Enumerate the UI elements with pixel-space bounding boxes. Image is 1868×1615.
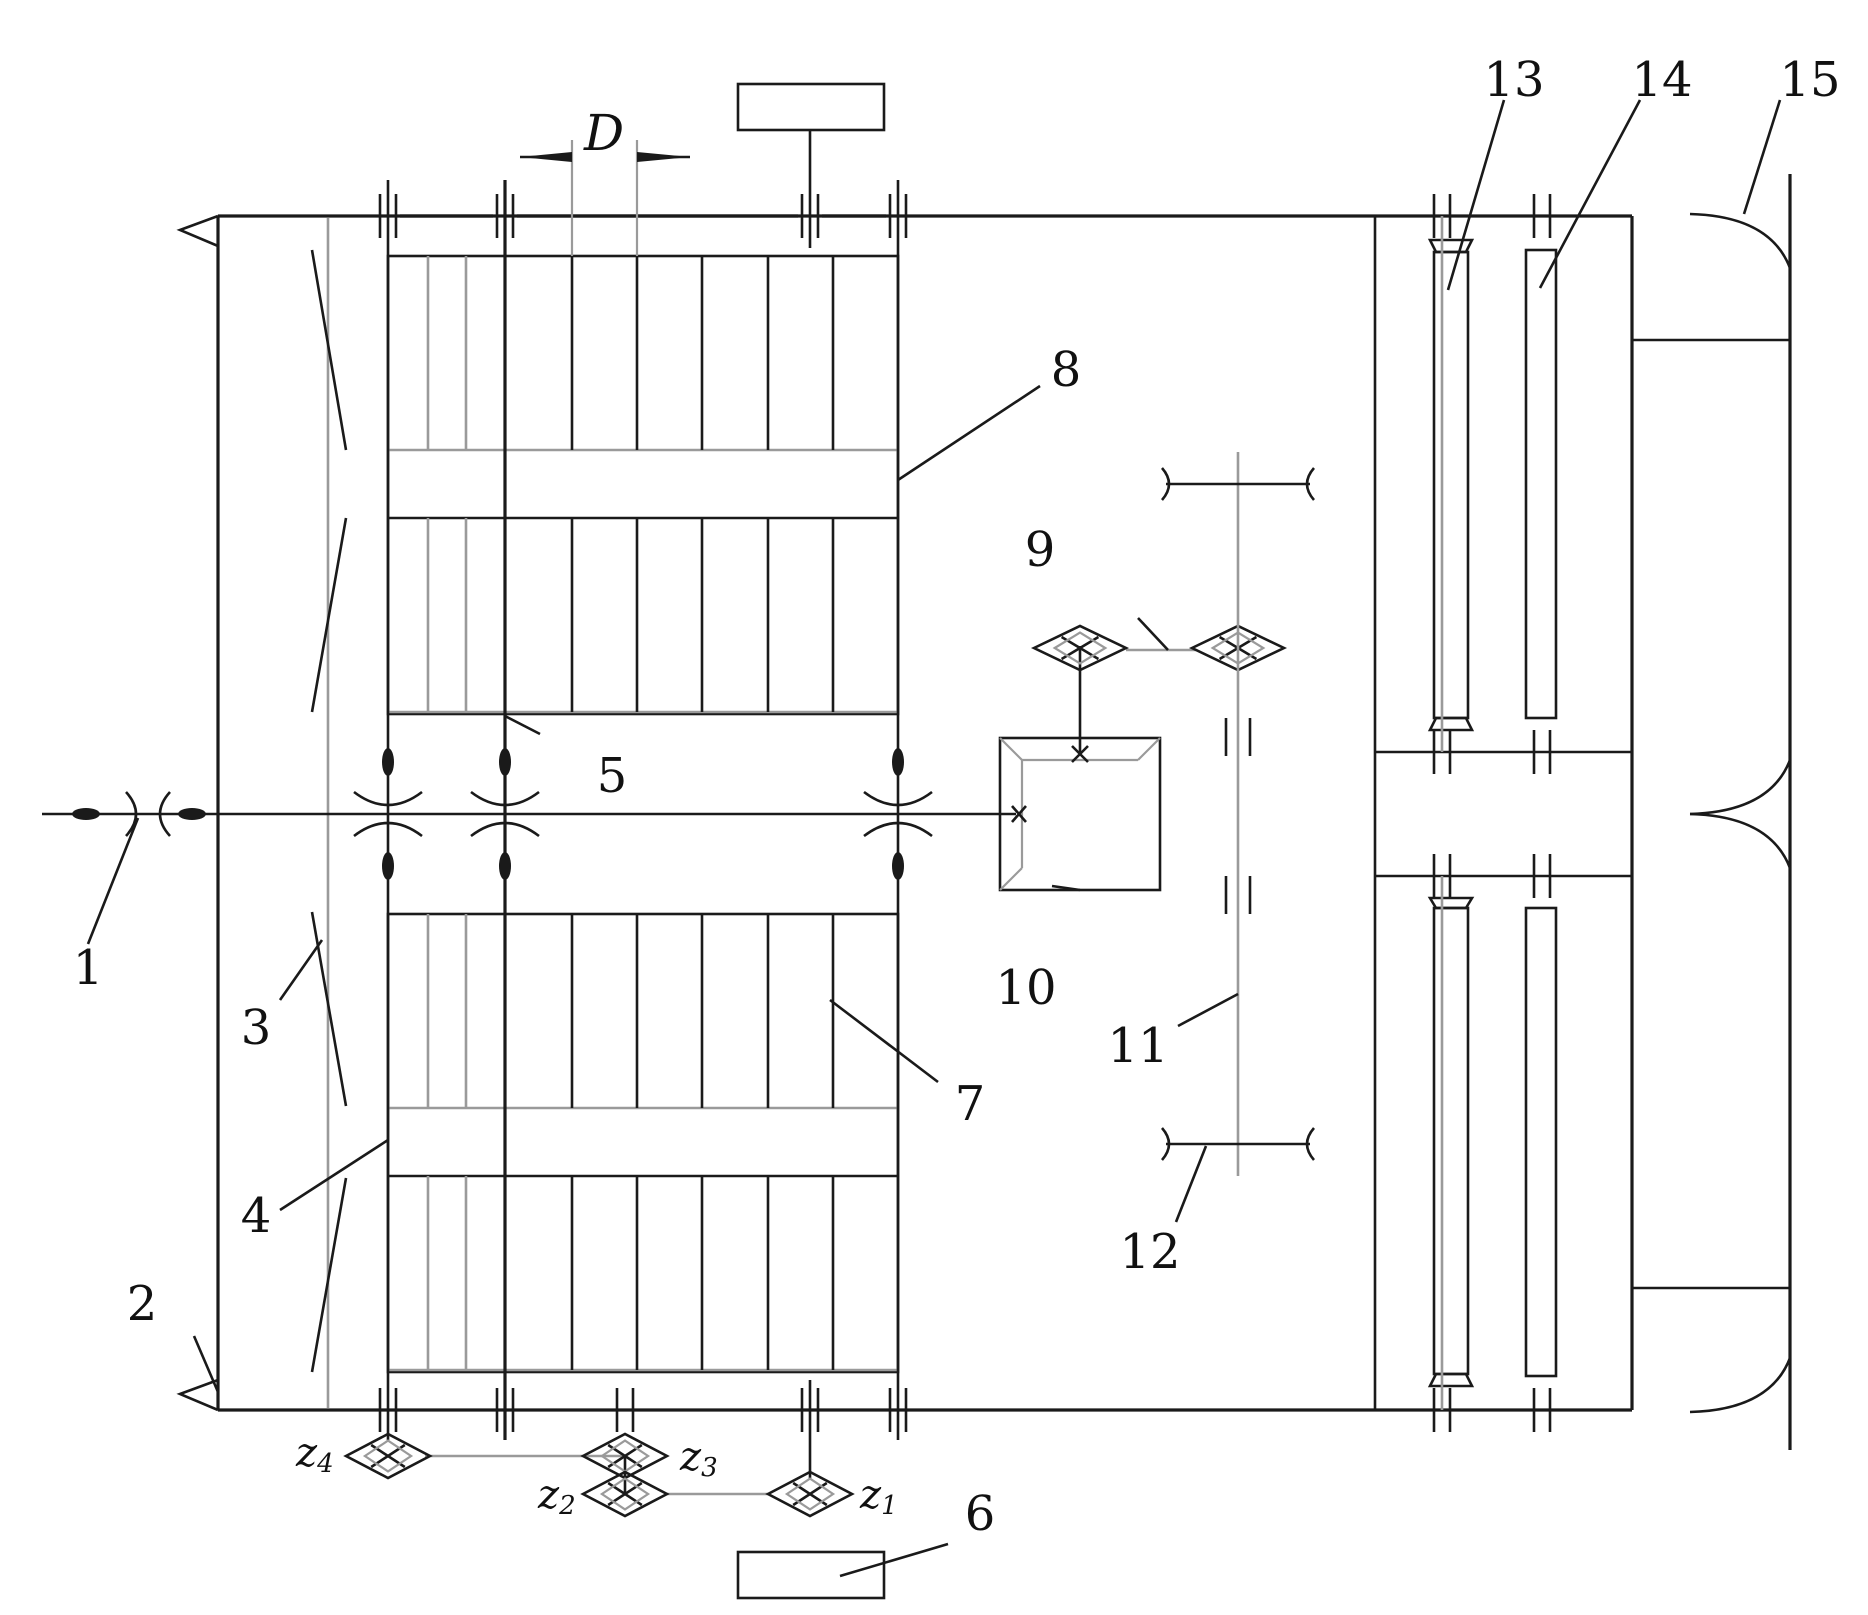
bevel-arc-lower (353, 821, 423, 838)
label-part-7: 7 (955, 1076, 986, 1132)
rollers-13-14 (1427, 216, 1558, 1410)
label-part-14: 14 (1631, 52, 1692, 108)
gearbox (998, 646, 1162, 892)
bevel-arc-lower (470, 821, 540, 838)
frame-bearings-top (378, 194, 908, 238)
label-gear-z4: z4 (295, 1430, 334, 1479)
bevel-arc-upper (470, 790, 540, 807)
motor-boxes (736, 82, 886, 1600)
label-gear-z3: z3 (679, 1434, 718, 1483)
sprocket-left (1030, 624, 1130, 672)
label-part-2: 2 (127, 1276, 158, 1332)
gears-bottom (343, 1432, 855, 1518)
label-part-1: 1 (73, 940, 104, 996)
bevel-knob-lower (892, 852, 904, 880)
label-part-15: 15 (1779, 52, 1840, 108)
label-part-4: 4 (241, 1188, 272, 1244)
bevel-knob-lower (499, 852, 511, 880)
cross-shaft-11 (1160, 452, 1316, 1176)
label-part-12: 12 (1119, 1224, 1180, 1280)
crop-divider-points (176, 214, 219, 1412)
gear-z4 (362, 1439, 414, 1473)
bevel-arc-upper (353, 790, 423, 807)
label-part-11: 11 (1107, 1018, 1168, 1074)
gear-z3 (599, 1439, 651, 1473)
label-part-3: 3 (241, 1000, 272, 1056)
gear-z2 (580, 1470, 670, 1518)
gear-z3 (580, 1432, 670, 1480)
bevel-knob-upper (499, 748, 511, 776)
gear-train-bottom (425, 1454, 770, 1496)
main-drive-shaft (42, 791, 1016, 837)
sprockets-9 (1030, 624, 1288, 672)
threshing-drum-upper (386, 254, 900, 716)
roller-bearings (1432, 194, 1552, 1432)
bevel-knob-lower (382, 852, 394, 880)
sprocket-right (1188, 624, 1288, 672)
dimension-d-label: D (583, 104, 624, 162)
bevel-knob-upper (892, 748, 904, 776)
label-part-6: 6 (965, 1486, 996, 1542)
label-part-5: 5 (597, 748, 628, 804)
leader-lines (86, 99, 1782, 1578)
dimension-d (520, 140, 690, 256)
rear-guard-15 (1689, 174, 1792, 1450)
gear-z1 (765, 1470, 855, 1518)
bevel-arc-lower (863, 821, 933, 838)
label-gear-z2: z2 (537, 1472, 576, 1521)
bevel-arc-upper (863, 790, 933, 807)
drum-slat-lines (426, 256, 835, 1370)
label-part-9: 9 (1025, 522, 1056, 578)
vertical-shafts (386, 130, 900, 1480)
sprocket-left (1052, 631, 1108, 665)
label-part-13: 13 (1483, 52, 1544, 108)
sprocket-right (1210, 631, 1266, 665)
sprocket-chain-9 (1126, 617, 1196, 652)
frame-bearings-bottom (378, 1388, 908, 1432)
label-part-8: 8 (1051, 342, 1082, 398)
threshing-drum-lower (386, 912, 900, 1374)
gear-z4 (343, 1432, 433, 1480)
gear-z2 (599, 1477, 651, 1511)
bevel-gear-pairs (353, 748, 933, 880)
gear-z1 (784, 1477, 836, 1511)
label-part-10: 10 (995, 960, 1056, 1016)
bevel-knob-upper (382, 748, 394, 776)
label-gear-z1: z1 (859, 1472, 898, 1521)
